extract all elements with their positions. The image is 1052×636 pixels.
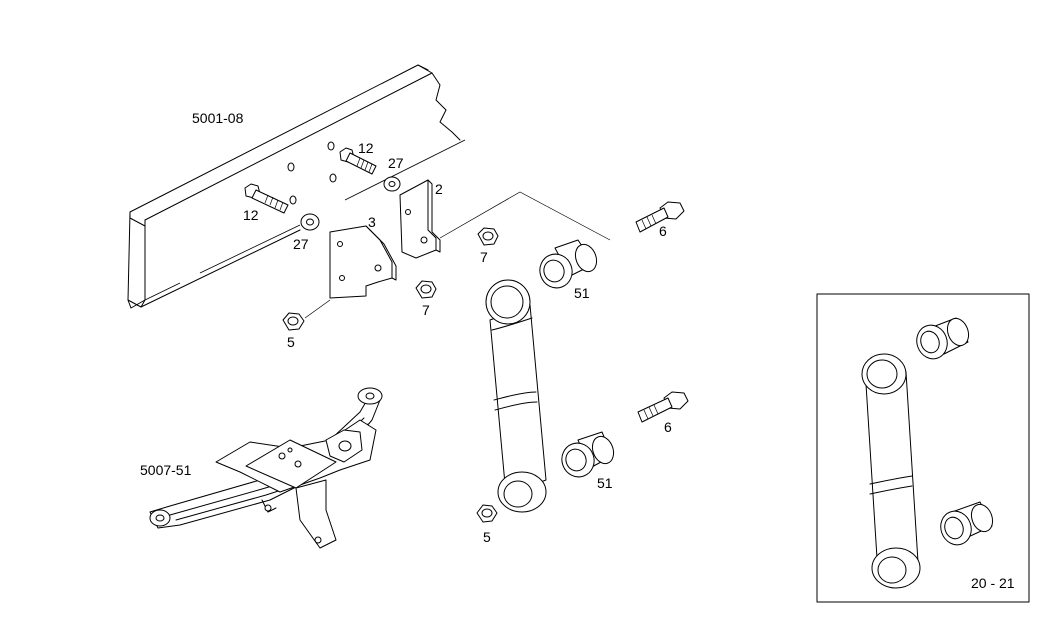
label-spring-ref: 5007-51 [140, 462, 192, 478]
inset-bushing-lower [940, 501, 994, 546]
label-item-3: 3 [368, 214, 376, 230]
bolt-12-upper [339, 147, 377, 175]
leaf-spring-assembly [149, 387, 383, 549]
washer-27-lower [300, 213, 320, 231]
nut-7-upper [477, 227, 499, 246]
frame-rail [127, 64, 466, 309]
inset-bushing-upper [916, 317, 970, 360]
label-inset-range: 20 - 21 [971, 575, 1015, 591]
shock-absorber [485, 279, 547, 513]
label-item-51-lower: 51 [597, 475, 613, 491]
label-item-5-upper: 5 [287, 334, 295, 350]
bolt-6-upper [635, 201, 685, 233]
label-item-27-lower: 27 [293, 236, 309, 252]
bracket-3 [329, 225, 397, 299]
nut-5-lower [476, 504, 498, 523]
label-item-5-lower: 5 [483, 529, 491, 545]
label-item-12-lower: 12 [243, 207, 259, 223]
label-item-27-upper: 27 [388, 155, 404, 171]
bushing-51-upper [539, 239, 598, 289]
bolt-12-lower [244, 183, 289, 214]
nut-7-lower [415, 280, 437, 299]
label-item-7-upper: 7 [480, 249, 488, 265]
label-item-12-upper: 12 [358, 140, 374, 156]
label-item-2: 2 [435, 181, 443, 197]
label-item-6-upper: 6 [659, 223, 667, 239]
label-item-6-lower: 6 [664, 419, 672, 435]
label-item-51-upper: 51 [574, 285, 590, 301]
bolt-6-lower [637, 391, 689, 423]
inset-shock-absorber [861, 353, 921, 589]
label-frame-ref: 5001-08 [192, 110, 244, 126]
washer-27-upper [383, 176, 401, 192]
inset-box [816, 293, 1030, 603]
bushing-51-lower [561, 431, 615, 478]
bracket-2 [399, 179, 441, 259]
label-item-7-lower: 7 [422, 302, 430, 318]
nut-5-upper [282, 312, 305, 331]
